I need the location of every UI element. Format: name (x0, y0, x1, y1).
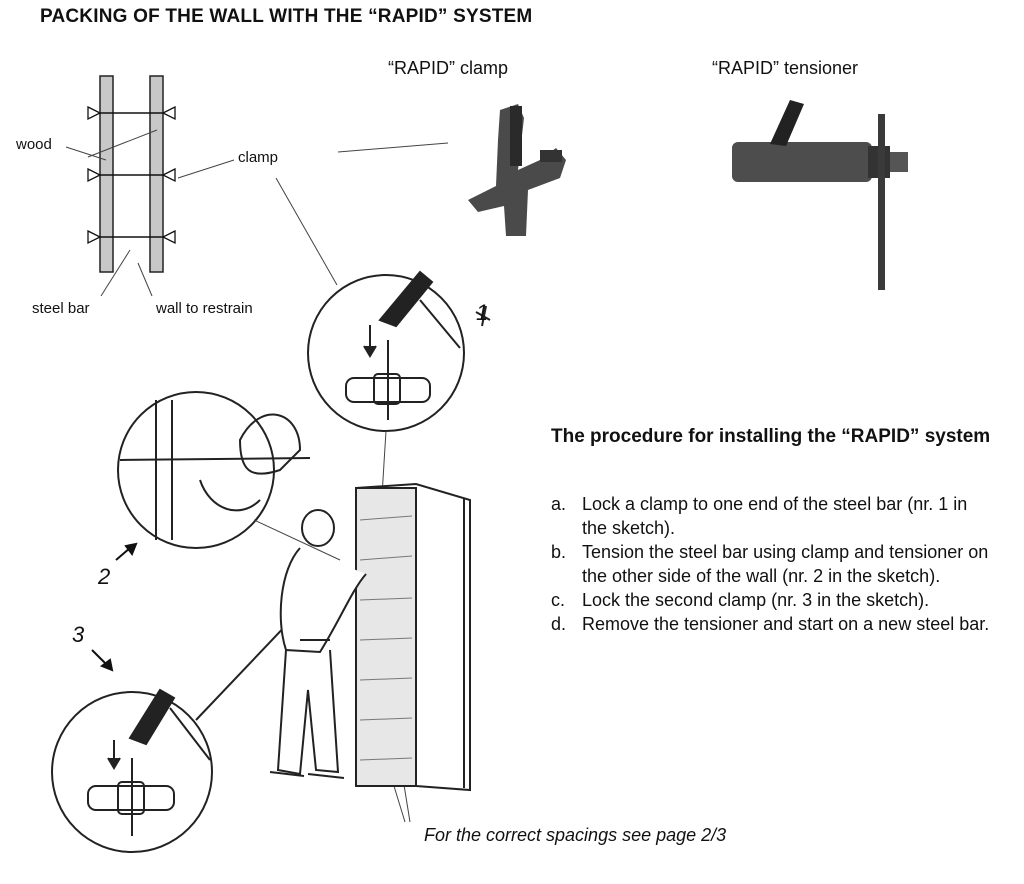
sketch-number-3: 3 (72, 622, 85, 647)
clamp-photo-caption: “RAPID” clamp (388, 58, 509, 78)
procedure-steps: a. Lock a clamp to one end of the steel … (551, 492, 991, 636)
step-text: Lock the second clamp (nr. 3 in the sket… (582, 590, 930, 610)
sketch-number-1: 1 (476, 300, 489, 325)
tensioner-photo-caption: “RAPID” tensioner (712, 58, 859, 78)
procedure-step: b. Tension the steel bar using clamp and… (551, 540, 991, 588)
procedure-title: The procedure for installing the “RAPID”… (551, 426, 991, 447)
step-marker: d. (551, 614, 567, 634)
sketch-detail-2 (117, 391, 311, 549)
step-text: Tension the steel bar using clamp and te… (582, 542, 989, 586)
procedure-step: a. Lock a clamp to one end of the steel … (551, 492, 991, 540)
label-wood: wood (16, 136, 52, 153)
sketch-detail-1 (307, 270, 491, 432)
page-title: PACKING OF THE WALL WITH THE “RAPID” SYS… (40, 6, 533, 27)
procedure-step: d. Remove the tensioner and start on a n… (551, 612, 991, 636)
sketch-number-2: 2 (98, 564, 111, 589)
rapid-clamp-photo (468, 104, 566, 236)
sketch-detail-3 (51, 599, 311, 853)
label-steel-bar: steel bar (32, 300, 90, 317)
step-text: Lock a clamp to one end of the steel bar… (582, 494, 968, 538)
wall-schematic (65, 75, 449, 297)
step-marker: a. (551, 494, 567, 514)
footnote: For the correct spacings see page 2/3 (424, 825, 727, 845)
step-marker: c. (551, 590, 566, 610)
step-text: Remove the tensioner and start on a new … (582, 614, 990, 634)
label-clamp: clamp (238, 149, 279, 166)
step-marker: b. (551, 542, 567, 562)
label-wall-to-restrain: wall to restrain (156, 300, 253, 317)
worker-sketch (269, 482, 471, 792)
rapid-tensioner-photo (732, 100, 908, 290)
procedure-step: c. Lock the second clamp (nr. 3 in the s… (551, 588, 991, 612)
